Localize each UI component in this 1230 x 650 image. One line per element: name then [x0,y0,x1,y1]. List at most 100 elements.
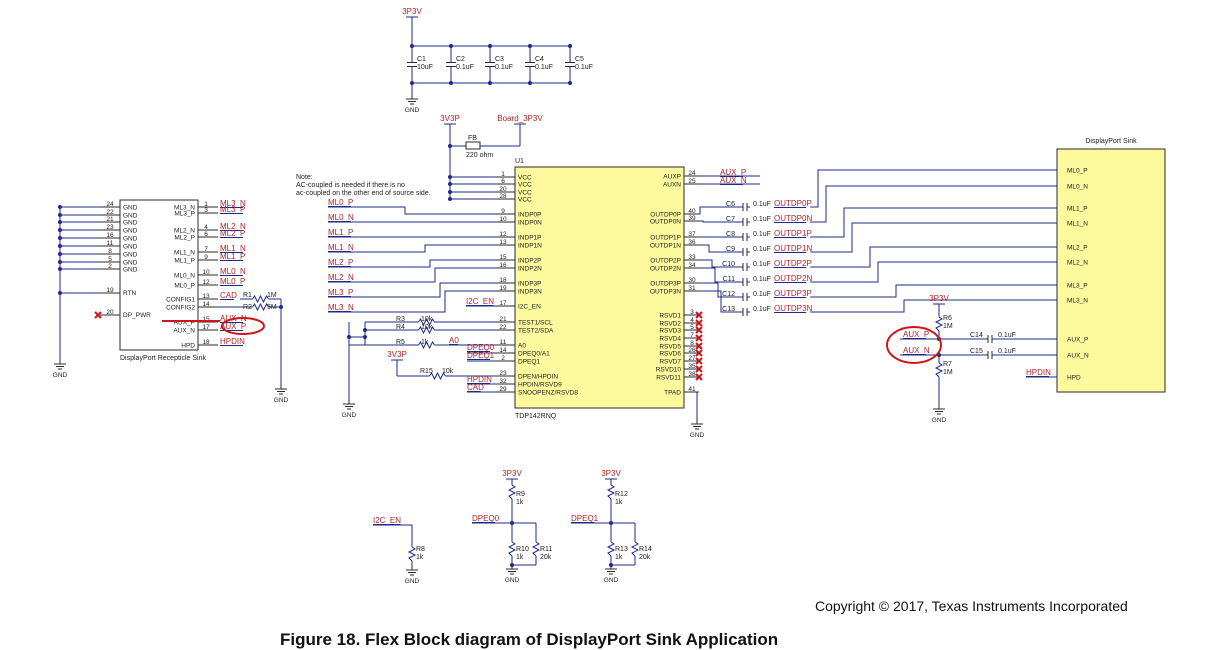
bottom-dpeq1-net-label: DPEQ1 [571,514,599,523]
resistor-value: 10k [421,316,433,323]
wire [699,206,740,215]
wire [810,185,1057,223]
resistor-value: 1k [516,499,524,506]
ic-pin-number: 20 [499,186,507,193]
resistor-value: 1M [943,323,953,330]
connector-pin-number: 11 [107,240,114,247]
wire [810,207,1057,238]
ic-pin-name: OUTDP2N [650,266,681,273]
connector-pin-name: GND [123,220,138,227]
copyright-notice: Copyright © 2017, Texas Instruments Inco… [815,598,1128,614]
wire [810,284,1057,298]
capacitor-ref: C1 [417,56,426,63]
resistor-value: 1k [615,499,623,506]
capacitor-value: 0.1uF [535,64,553,71]
wire [699,290,740,313]
ic-pin-name: INDP0N [518,220,542,227]
resistor-body [252,294,269,304]
receptacle-title: DisplayPort Recepticle Sink [120,355,206,362]
capacitor-value: 0.1uF [495,64,513,71]
wire [328,267,495,283]
ic-tdp142-body [514,166,685,409]
connector-pin-number: 5 [108,256,112,263]
junction-dot [448,190,452,194]
connector-pin-number: 24 [106,201,114,208]
capacitor-ref: C6 [726,201,735,208]
dpeq0-net-label: DPEQ0 [467,343,495,352]
resistor-ref: R9 [516,491,525,498]
no-connect-mark [695,342,703,350]
sink-title: DisplayPort Sink [1085,138,1137,145]
ic-pin-number: 25 [688,178,696,185]
no-connect-mark [695,319,703,327]
no-connect-mark [94,311,102,319]
connector-pin-number: 10 [202,269,210,276]
wire [810,246,1057,268]
connector-pin-name: ML2_P [174,235,195,242]
capacitor-ref: C3 [495,56,504,63]
capacitor-value: 0.1uF [998,332,1016,339]
wire [699,220,740,223]
ic-pin-name: INDP1P [518,235,541,242]
connector-net-label: ML1_N [220,244,246,253]
ic-pin-name: INDP2N [518,266,542,273]
ic-part-number: TDP142RNQ [515,413,557,420]
gnd-label: GND [405,578,420,585]
connector-pin-name: GND [123,228,138,235]
junction-dot [410,81,414,85]
connector-pin-name: HPD [181,343,195,350]
wire [810,261,1057,283]
ic-pin-number: 4 [690,317,694,324]
connector-net-label: ML2_N [220,222,246,231]
resistor-ref: R2 [243,304,252,311]
ic-pin-name: INDP2P [518,258,541,265]
ic-pin-number: 24 [688,170,696,177]
resistor-value: 1M [267,292,277,299]
ic-pin-number: 39 [688,215,696,222]
resistor-body [407,546,417,562]
ic-pin-number: 7 [690,332,694,339]
ic-pin-number: 29 [499,386,507,393]
no-connect-mark [695,311,703,319]
ic-pin-number: 22 [499,324,507,331]
bottom-i2c-net-label: I2C_EN [373,516,401,525]
input-net-label: ML2_P [328,258,353,267]
connector-pin-number: 17 [202,324,210,331]
ic-pin-name: RSVD1 [659,313,681,320]
ic-pin-number: 33 [688,254,696,261]
ic-pin-name: RSVD6 [659,351,681,358]
connector-pin-number: 18 [202,339,210,346]
note-line: AC-coupled is needed if there is no [296,182,405,189]
ferrite-value: 220 ohm [466,152,493,159]
note-line: ac-coupled on the other end of source si… [296,190,431,197]
ic-pin-name: DPEN/HPDIN [518,374,558,381]
figure-caption: Figure 18. Flex Block diagram of Display… [280,630,779,649]
gnd-label: GND [53,372,68,379]
no-connect-mark [695,349,703,357]
ic-pin-name: I2C_EN [518,304,541,311]
ic-pin-name: OUTDP3P [650,281,681,288]
ic-pin-number: 31 [688,285,696,292]
capacitor-ref: C15 [970,348,983,355]
ic-pin-number: 17 [499,300,507,307]
connector-net-label: HPDIN [220,337,245,346]
connector-pin-number: 3 [204,207,208,214]
sink-pin-name: ML1_P [1067,206,1088,213]
output-net-label: OUTDP0P [774,199,812,208]
capacitor-value: 0.1uF [753,291,771,298]
wire [328,290,495,313]
ic-ref: U1 [515,158,524,165]
aux-bias-p-label: AUX_P [903,330,929,339]
ic-pin-name: VCC [518,197,532,204]
connector-pin-number: 1 [204,201,208,208]
sink-pin-name: HPD [1067,375,1081,382]
gnd-label: GND [690,432,705,439]
ic-pin-number: 21 [499,316,507,323]
annotation-circle-aux [221,317,265,335]
displayport-sink-body [1056,148,1166,393]
input-net-label: ML3_N [328,303,354,312]
power-label: 3P3V [929,294,949,303]
ic-pin-number: 14 [499,347,507,354]
power-label: 3P3V [502,469,522,478]
resistor-ref: R4 [396,324,405,331]
